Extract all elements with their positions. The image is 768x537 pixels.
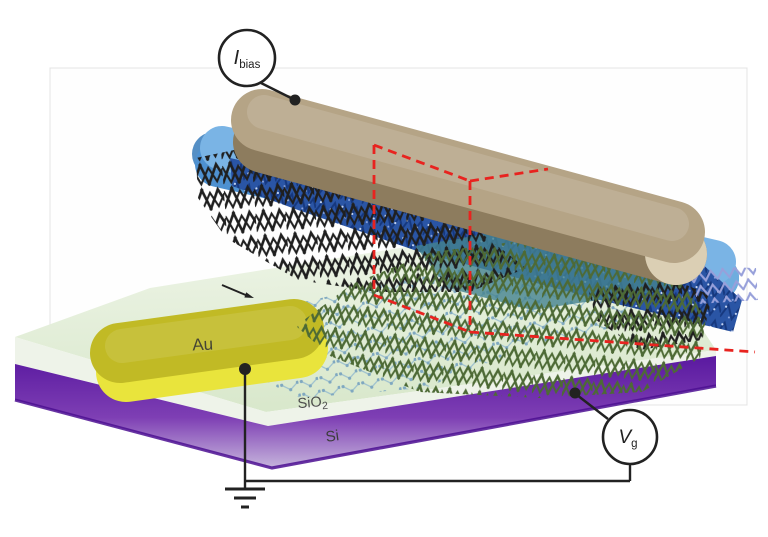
gold-contact-top bbox=[90, 299, 324, 383]
gold-contact-sheen bbox=[105, 306, 307, 363]
ibias-contact-dot bbox=[289, 94, 301, 106]
sio2-side-face bbox=[15, 337, 716, 426]
vg-contact-dot bbox=[569, 387, 581, 399]
ibias-lead-wire bbox=[258, 80, 294, 101]
au-contact-dot bbox=[239, 363, 251, 375]
ibias-label: Ibias bbox=[234, 47, 261, 71]
top-electrode-top bbox=[231, 89, 705, 263]
gold-contact bbox=[90, 299, 328, 402]
sio2-label: SiO2 bbox=[297, 394, 329, 415]
ground-symbol bbox=[225, 487, 265, 509]
current-direction-arrow bbox=[221, 284, 254, 298]
au-label: Au bbox=[192, 334, 214, 354]
vg-lead-wire bbox=[576, 394, 609, 420]
top-electrode-sheen bbox=[247, 95, 689, 241]
cross-section-dashed-box bbox=[372, 143, 756, 354]
dashed-bottom-front bbox=[373, 293, 471, 334]
circuit-wiring bbox=[225, 80, 632, 509]
vg-label: Vg bbox=[618, 427, 637, 450]
voltage-source-circle bbox=[601, 408, 659, 466]
periwinkle-lattice bbox=[688, 266, 758, 304]
dashed-top-front bbox=[373, 143, 471, 183]
green-lattice bbox=[296, 236, 706, 398]
dashed-bottom-extension bbox=[469, 330, 756, 354]
dashed-top-back bbox=[469, 167, 549, 183]
si-bottom-edge bbox=[14, 384, 717, 470]
current-source-circle bbox=[217, 28, 277, 88]
si-label: Si bbox=[325, 427, 341, 446]
